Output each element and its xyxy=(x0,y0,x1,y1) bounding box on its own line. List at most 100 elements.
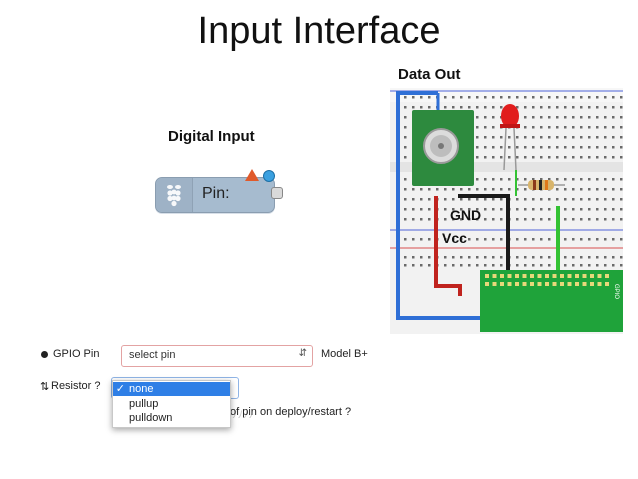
breadboard-hole xyxy=(412,238,415,241)
gpio-pin xyxy=(530,282,534,286)
breadboard-hole xyxy=(564,146,567,149)
data-out-label: Data Out xyxy=(398,66,461,83)
breadboard-hole xyxy=(580,146,583,149)
breadboard-hole xyxy=(572,116,575,119)
breadboard-hole xyxy=(468,106,471,109)
breadboard-hole xyxy=(572,106,575,109)
breadboard-hole xyxy=(548,238,551,241)
breadboard-hole xyxy=(500,188,503,191)
breadboard-hole xyxy=(612,156,615,159)
gpio-pin xyxy=(492,282,497,286)
breadboard-hole xyxy=(580,208,583,211)
gpio-pin xyxy=(567,274,572,278)
breadboard-hole xyxy=(500,264,503,267)
breadboard-hole xyxy=(572,198,575,201)
breadboard-hole xyxy=(524,178,527,181)
breadboard-hole xyxy=(516,188,519,191)
breadboard-hole xyxy=(604,146,607,149)
breadboard-hole xyxy=(412,208,415,211)
breadboard-hole xyxy=(612,106,615,109)
breadboard-hole xyxy=(524,218,527,221)
resistor-dropdown-menu[interactable]: ✓ none pullup pulldown xyxy=(112,380,231,428)
breadboard-hole xyxy=(620,126,623,129)
breadboard-hole xyxy=(492,156,495,159)
gpio-pin xyxy=(575,274,579,278)
breadboard-hole xyxy=(588,136,591,139)
breadboard-hole xyxy=(508,188,511,191)
breadboard-hole xyxy=(604,264,607,267)
breadboard-hole xyxy=(476,178,479,181)
node-output-port[interactable] xyxy=(271,187,283,199)
breadboard-hole xyxy=(572,136,575,139)
breadboard-hole xyxy=(572,218,575,221)
node-icon-area xyxy=(156,178,193,212)
breadboard-hole xyxy=(620,156,623,159)
breadboard-hole xyxy=(500,146,503,149)
breadboard-hole xyxy=(580,188,583,191)
gpio-pin xyxy=(545,282,549,286)
breadboard-hole xyxy=(572,188,575,191)
breadboard-hole xyxy=(556,126,559,129)
breadboard-hole xyxy=(452,198,455,201)
breadboard-hole xyxy=(492,218,495,221)
breadboard-hole xyxy=(492,178,495,181)
breadboard-hole xyxy=(404,218,407,221)
breadboard-hole xyxy=(540,198,543,201)
breadboard-hole xyxy=(580,238,583,241)
breadboard-hole xyxy=(564,256,567,259)
breadboard-hole xyxy=(556,106,559,109)
breadboard-hole xyxy=(444,96,447,99)
breadboard-hole xyxy=(492,264,495,267)
gpio-input-node[interactable]: Pin: xyxy=(155,177,275,213)
breadboard-hole xyxy=(492,126,495,129)
breadboard-hole xyxy=(572,264,575,267)
gpio-pin xyxy=(597,282,602,286)
option-label: none xyxy=(129,383,154,395)
breadboard-hole xyxy=(476,188,479,191)
breadboard-hole xyxy=(492,96,495,99)
breadboard-hole xyxy=(620,256,623,259)
breadboard-hole xyxy=(540,256,543,259)
breadboard-hole xyxy=(452,238,455,241)
breadboard-hole xyxy=(492,116,495,119)
breadboard-hole xyxy=(620,238,623,241)
gpio-pin-select[interactable]: select pin ⇵ xyxy=(121,345,313,367)
breadboard-hole xyxy=(588,178,591,181)
gpio-pin xyxy=(590,274,594,278)
breadboard-hole xyxy=(588,256,591,259)
breadboard-hole xyxy=(516,256,519,259)
node-label: Pin: xyxy=(202,185,230,202)
breadboard-hole xyxy=(620,96,623,99)
breadboard-hole xyxy=(548,156,551,159)
option-none[interactable]: ✓ none xyxy=(113,382,230,396)
breadboard-hole xyxy=(580,136,583,139)
breadboard-hole xyxy=(556,116,559,119)
gpio-header xyxy=(480,270,623,332)
breadboard-hole xyxy=(580,264,583,267)
gpio-pin xyxy=(552,282,557,286)
breadboard-hole xyxy=(484,106,487,109)
breadboard-hole xyxy=(404,238,407,241)
breadboard-hole xyxy=(596,188,599,191)
breadboard-hole xyxy=(500,238,503,241)
breadboard-hole xyxy=(572,156,575,159)
option-pulldown[interactable]: pulldown xyxy=(113,411,230,425)
breadboard-hole xyxy=(524,256,527,259)
breadboard-hole xyxy=(540,156,543,159)
breadboard-hole xyxy=(444,238,447,241)
breadboard-hole xyxy=(580,256,583,259)
breadboard-hole xyxy=(452,188,455,191)
breadboard-hole xyxy=(492,136,495,139)
breadboard-hole xyxy=(460,188,463,191)
breadboard-hole xyxy=(612,264,615,267)
option-pullup[interactable]: pullup xyxy=(113,397,230,411)
checkmark-icon: ✓ xyxy=(115,383,125,395)
breadboard-hole xyxy=(540,106,543,109)
breadboard-hole xyxy=(484,116,487,119)
breadboard-hole xyxy=(532,156,535,159)
led xyxy=(501,104,519,128)
breadboard-hole xyxy=(484,208,487,211)
breadboard-hole xyxy=(460,256,463,259)
gpio-pin xyxy=(507,282,512,286)
breadboard-hole xyxy=(620,146,623,149)
